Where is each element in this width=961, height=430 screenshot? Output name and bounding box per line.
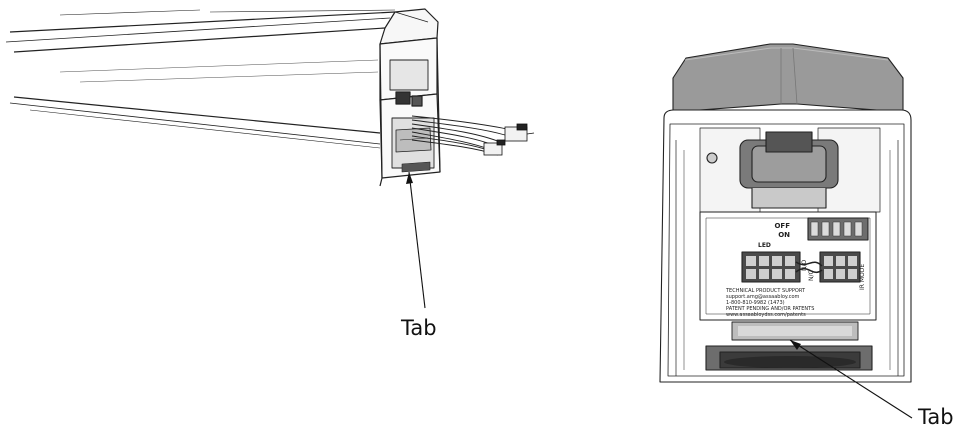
led-label: LED [758,242,771,249]
support-line-2: support.amg@assaabloy.com [726,294,800,300]
ir-mode-label: IR MODE [859,264,866,290]
support-line-4: PATENT PENDING AND/OR PATENTS [726,306,814,312]
relay-nc-label: N/C [808,270,815,281]
support-line-3: 1-800-810-9982 (1473) [726,300,785,306]
right-callout-line [789,339,913,419]
relay-no-label: N/O [801,259,808,271]
left-callout-line [408,171,426,309]
sensor-unit-illustration [659,43,912,383]
left-callout-arrowhead [406,172,413,184]
right-tab-callout-label: Tab [918,405,954,429]
switch-on-label: ON [778,231,790,239]
extrusion-rail-illustration [5,8,441,187]
harness-connectors [483,123,535,156]
right-callout-arrowhead [790,340,801,350]
left-tab-callout-label: Tab [401,316,437,340]
support-line-1: TECHNICAL PRODUCT SUPPORT [725,288,806,294]
support-line-5: www.assaabloydss.com/patents [726,312,806,318]
switch-off-label: OFF [774,222,790,230]
